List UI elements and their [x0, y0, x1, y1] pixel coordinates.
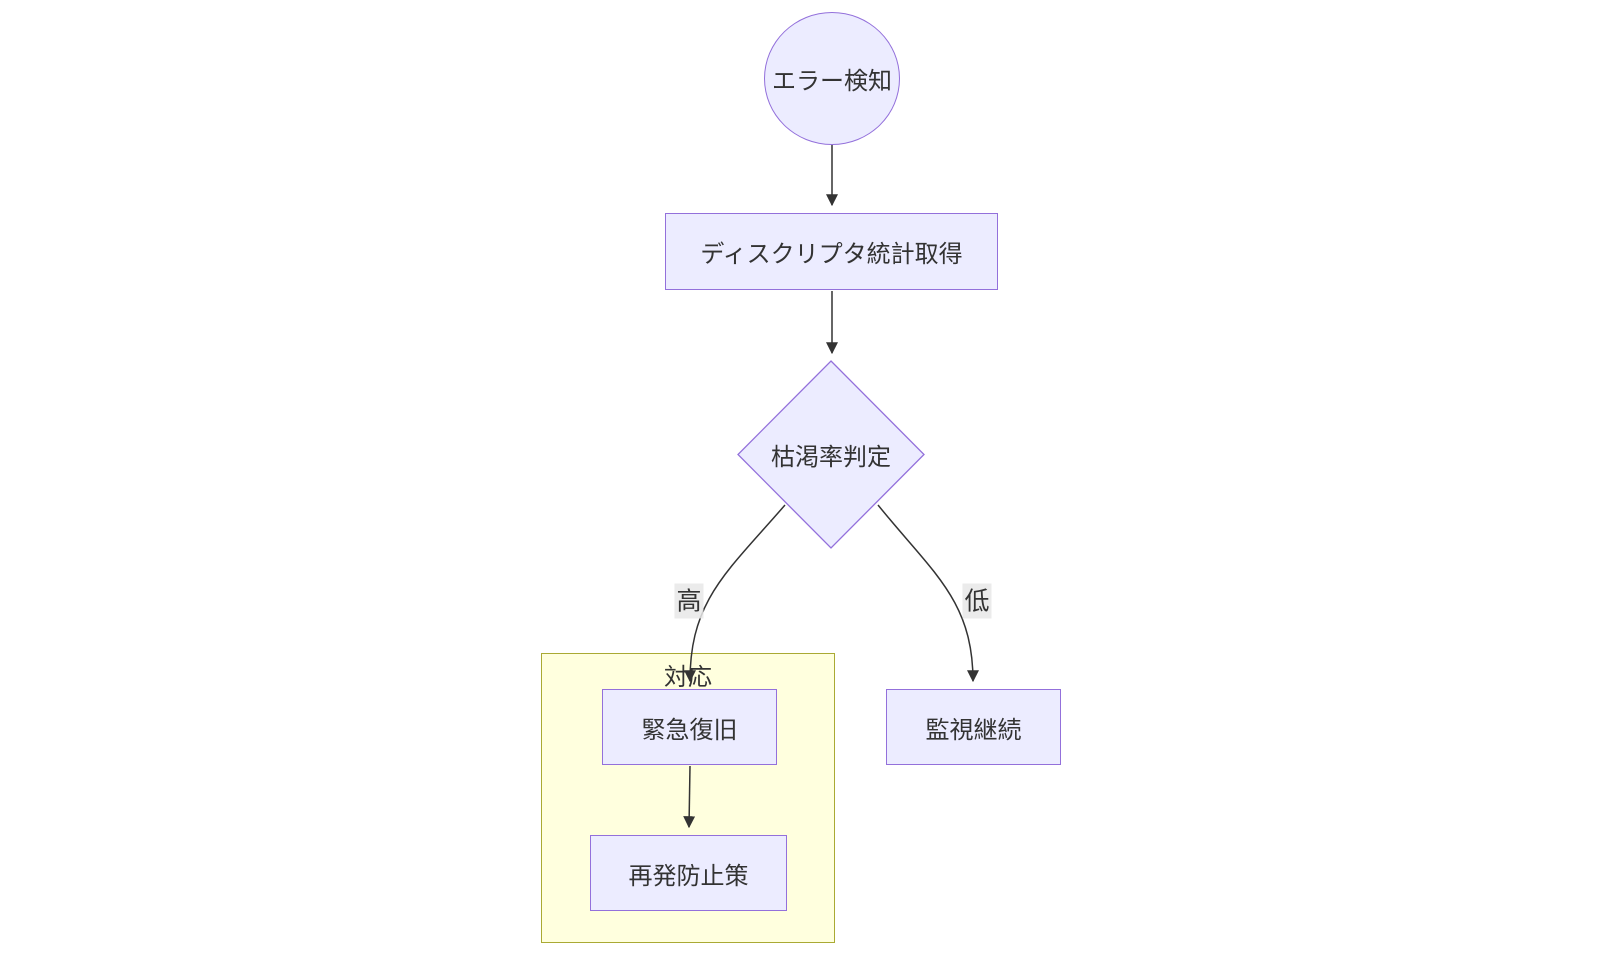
node-error-detection: エラー検知	[764, 12, 900, 145]
node-emergency-recovery-label: 緊急復旧	[641, 715, 738, 744]
node-monitoring-continue: 監視継続	[886, 689, 1061, 765]
node-depletion-check-shape	[737, 360, 925, 549]
node-descriptor-stats-label: ディスクリプタ統計取得	[700, 240, 963, 268]
node-recurrence-prevention: 再発防止策	[590, 835, 787, 911]
edge-label-low: 低	[962, 583, 992, 619]
edge-recovery-to-prevention	[683, 765, 696, 829]
node-recurrence-prevention-label: 再発防止策	[628, 861, 749, 890]
edge-decision-to-recovery	[684, 504, 786, 683]
node-monitoring-continue-label: 監視継続	[925, 715, 1022, 744]
edge-label-high: 高	[674, 583, 704, 619]
node-depletion-check-label: 枯渇率判定	[771, 443, 891, 471]
node-descriptor-stats: ディスクリプタ統計取得	[665, 213, 998, 290]
node-error-detection-label: エラー検知	[772, 67, 892, 95]
node-emergency-recovery: 緊急復旧	[602, 689, 777, 765]
node-depletion-check: 枯渇率判定	[738, 361, 924, 548]
edge-decision-to-monitoring	[877, 504, 979, 683]
